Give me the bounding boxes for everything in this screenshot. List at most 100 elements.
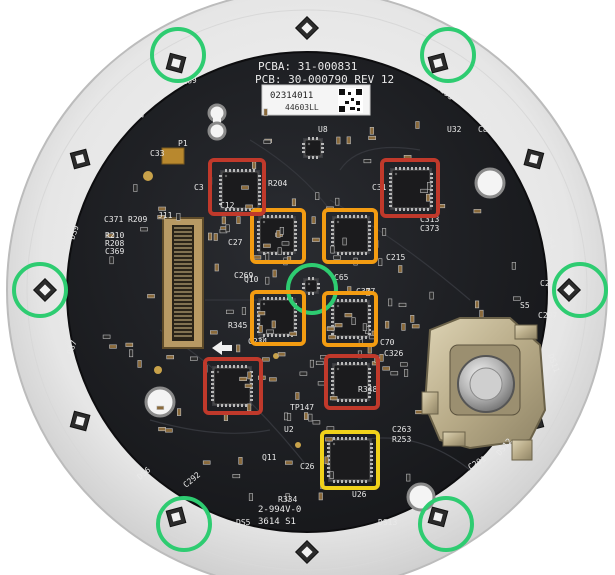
ring-led bbox=[294, 539, 320, 565]
silkscreen-label: J11 bbox=[158, 211, 173, 220]
smd-part bbox=[379, 353, 384, 362]
smd-part bbox=[512, 296, 521, 301]
silkscreen-label: C3 bbox=[194, 183, 204, 192]
qr-code bbox=[338, 88, 363, 113]
sticker-code: 44603LL bbox=[285, 103, 319, 112]
silkscreen-label: C373 bbox=[420, 224, 439, 233]
smd-part bbox=[221, 216, 226, 225]
smd-part bbox=[248, 493, 253, 501]
silkscreen-label: DS5 bbox=[236, 518, 251, 527]
smd-part bbox=[429, 291, 434, 300]
ring-led bbox=[294, 15, 320, 41]
ring-led bbox=[427, 506, 449, 528]
smd-part bbox=[326, 326, 335, 331]
qfn-chip bbox=[257, 297, 297, 337]
green-highlight-circle bbox=[150, 27, 206, 83]
smd-part bbox=[368, 135, 376, 140]
qfn-chip bbox=[219, 169, 261, 211]
smd-part bbox=[147, 294, 155, 299]
silkscreen-label: TP147 bbox=[290, 403, 314, 412]
silkscreen-label: C31 bbox=[372, 183, 387, 192]
green-highlight-circle bbox=[552, 262, 608, 318]
qfn-chip bbox=[331, 215, 371, 255]
qfn-chip bbox=[331, 299, 371, 339]
silkscreen-label: C70 bbox=[380, 338, 395, 347]
silkscreen-label: C81 bbox=[478, 125, 493, 134]
silkscreen-label: U32 bbox=[447, 125, 462, 134]
smd-part bbox=[410, 314, 415, 323]
silkscreen-label: C27 bbox=[228, 238, 243, 247]
smd-part bbox=[165, 428, 173, 433]
tactile-switch-s5 bbox=[421, 317, 547, 461]
smd-part bbox=[272, 269, 277, 278]
silkscreen-label: C263 bbox=[392, 425, 411, 434]
silkscreen-label: U26 bbox=[352, 490, 367, 499]
smd-part bbox=[346, 136, 351, 145]
smd-part bbox=[236, 216, 241, 224]
smd-part bbox=[277, 352, 286, 357]
smd-part bbox=[253, 255, 262, 260]
ring-led bbox=[69, 148, 91, 170]
smd-part bbox=[225, 224, 230, 233]
smd-part bbox=[411, 324, 420, 329]
smd-part bbox=[415, 409, 423, 415]
smd-part bbox=[265, 276, 270, 285]
silkscreen-label: C298 bbox=[540, 279, 559, 288]
smd-part bbox=[309, 359, 315, 368]
arrow-marking-icon bbox=[212, 341, 232, 355]
smd-part bbox=[315, 192, 320, 200]
smd-part bbox=[511, 261, 516, 270]
silkscreen-label: C26 bbox=[300, 462, 315, 471]
smd-part bbox=[329, 396, 338, 401]
smd-part bbox=[262, 357, 270, 362]
smd-part bbox=[158, 206, 166, 211]
smd-part bbox=[426, 182, 432, 190]
smd-part bbox=[312, 420, 321, 425]
smd-part bbox=[363, 159, 372, 164]
smd-part bbox=[232, 473, 241, 479]
smd-part bbox=[226, 309, 234, 314]
silkscreen-label: C215 bbox=[386, 253, 405, 262]
smd-part bbox=[156, 405, 165, 410]
smd-part bbox=[158, 426, 166, 432]
smd-part bbox=[324, 456, 329, 465]
ring-led bbox=[165, 52, 187, 74]
silkscreen-label: DS2 bbox=[370, 48, 386, 59]
ring-led bbox=[165, 506, 187, 528]
smd-part bbox=[479, 309, 484, 318]
yellow-highlight-box bbox=[320, 430, 380, 490]
smd-part bbox=[210, 330, 218, 335]
smd-part bbox=[276, 230, 281, 238]
smd-part bbox=[277, 247, 282, 255]
smd-part bbox=[102, 334, 111, 339]
silkscreen-label: C369 bbox=[105, 247, 124, 256]
smd-part bbox=[245, 204, 253, 209]
smd-part bbox=[382, 366, 391, 371]
smd-part bbox=[291, 198, 297, 207]
smd-part bbox=[398, 265, 403, 273]
silkscreen-label: C313 bbox=[420, 215, 439, 224]
smd-part bbox=[281, 241, 290, 246]
silkscreen-label: C33 bbox=[150, 149, 165, 158]
smd-part bbox=[344, 313, 353, 318]
smd-part bbox=[214, 263, 219, 272]
smd-part bbox=[381, 228, 387, 236]
smd-part bbox=[265, 252, 270, 261]
smd-part bbox=[258, 325, 263, 333]
qfn-chip bbox=[302, 137, 324, 159]
smd-part bbox=[271, 320, 276, 329]
smd-part bbox=[328, 335, 337, 340]
silkscreen-label: R210 bbox=[105, 231, 124, 240]
board-header-line2: PCB: 30-000790 REV 12 bbox=[255, 73, 394, 86]
smd-part bbox=[318, 492, 323, 501]
silkscreen-label: U8 bbox=[318, 125, 328, 134]
green-highlight-circle bbox=[418, 496, 474, 552]
silkscreen-label: R334 bbox=[278, 495, 297, 504]
orange-highlight-box bbox=[322, 291, 378, 347]
smd-part bbox=[247, 371, 252, 380]
qfn-chip bbox=[331, 362, 371, 402]
silkscreen-label: C269 bbox=[234, 271, 253, 280]
smd-part bbox=[140, 227, 148, 232]
smd-part bbox=[244, 383, 253, 388]
